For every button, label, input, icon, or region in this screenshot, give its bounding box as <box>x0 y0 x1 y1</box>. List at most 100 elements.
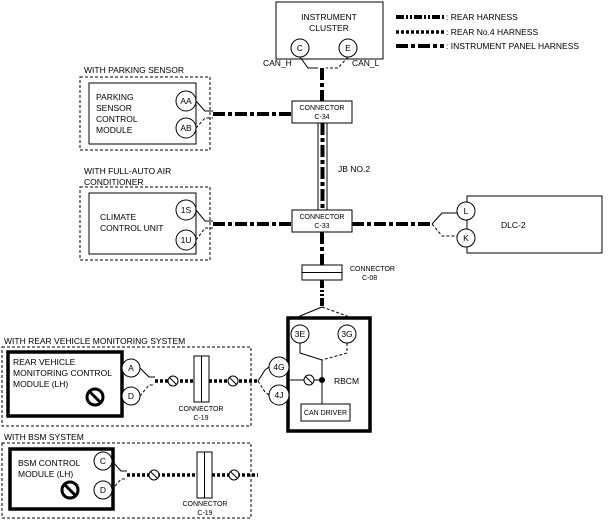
instrument-cluster-line2: CLUSTER <box>309 23 349 33</box>
jb-no2-label: JB NO.2 <box>338 164 370 174</box>
wire-rvm-a <box>139 367 155 378</box>
dlc-pin-k <box>456 228 476 248</box>
connector-c19-rvm-id: C-19 <box>193 415 208 422</box>
parking-module-line4: MODULE <box>96 125 133 135</box>
connector-c33: CONNECTOR C-33 <box>291 209 353 233</box>
instrument-cluster: INSTRUMENT CLUSTER C E <box>275 1 384 60</box>
connector-c33-label: CONNECTOR <box>300 214 345 221</box>
parking-sensor-group: WITH PARKING SENSOR PARKING SENSOR CONTR… <box>79 65 211 151</box>
rbcm-pin-3e-label: 3E <box>295 329 306 339</box>
connector-c19-bsm: CONNECTOR C-19 <box>183 451 228 517</box>
connector-c34: CONNECTOR C-34 <box>291 100 353 124</box>
climate-group: WITH FULL-AUTO AIR CONDITIONER CLIMATE C… <box>79 166 211 261</box>
bsm-prohibition-icon <box>60 480 80 500</box>
rbcm-internal-3e <box>299 343 323 361</box>
rvm-group-title: WITH REAR VEHICLE MONITORING SYSTEM <box>4 336 185 346</box>
bsm-pin-d-label: D <box>100 485 106 495</box>
rvm-prohibition-icon <box>85 387 105 407</box>
rvm-module-box <box>6 350 124 418</box>
legend-rear-no4-harness-label: : REAR No.4 HARNESS <box>446 27 538 37</box>
climate-unit-line1: CLIMATE <box>100 212 137 222</box>
climate-group-title1: WITH FULL-AUTO AIR <box>84 166 171 176</box>
dlc-pin-l <box>456 201 476 221</box>
wire-dlc-l <box>431 212 457 225</box>
parking-group-frame <box>79 76 211 151</box>
bsm-prohibition-slash <box>63 483 77 497</box>
wire-bsm-c <box>111 460 127 472</box>
can-driver-label: CAN DRIVER <box>304 410 347 417</box>
climate-unit-line2: CONTROL UNIT <box>100 223 163 233</box>
dlc-2-box <box>466 195 603 254</box>
connector-c34-label: CONNECTOR <box>300 105 345 112</box>
dlc-pin-k-label: K <box>463 233 469 243</box>
connector-c08-label: CONNECTOR <box>350 266 395 273</box>
instrument-cluster-line1: INSTRUMENT <box>301 12 357 22</box>
climate-pin-1s-label: 1S <box>181 205 192 215</box>
wire-climate-1s <box>195 209 213 222</box>
parking-module-line1: PARKING <box>96 92 134 102</box>
parking-pin-ab-label: AB <box>180 123 192 133</box>
wire-dlc-k <box>431 223 457 237</box>
bsm-module-line2: MODULE (LH) <box>18 469 73 479</box>
wire-rbcm-4g <box>257 366 270 382</box>
wire-rbcm-3g <box>321 306 348 320</box>
rbcm-label: RBCM <box>334 376 359 386</box>
rvm-module-line3: MODULE (LH) <box>13 379 68 389</box>
climate-group-frame <box>79 186 211 261</box>
rvm-module-line2: MONITORING CONTROL <box>13 368 112 378</box>
connector-c08-id: C-08 <box>362 275 377 282</box>
can-l-label: CAN_L <box>352 58 380 68</box>
wire-cluster-c <box>299 56 318 69</box>
wire-parking-aa <box>195 100 213 112</box>
climate-group-title2: CONDITIONER <box>84 177 144 187</box>
legend-rear-harness-label: : REAR HARNESS <box>446 12 518 22</box>
connector-c19-bsm-id: C-19 <box>197 510 212 517</box>
can-driver-box <box>300 403 351 422</box>
connector-c19-rvm: CONNECTOR C-19 <box>179 355 224 422</box>
rvm-pin-d-label: D <box>128 391 134 401</box>
rbcm-pin-4j-label: 4J <box>275 390 284 400</box>
legend: : REAR HARNESS : REAR No.4 HARNESS : INS… <box>396 12 579 51</box>
parking-group-title: WITH PARKING SENSOR <box>84 65 184 75</box>
instrument-cluster-pin-e-label: E <box>345 43 351 53</box>
rvm-prohibition-slash <box>88 390 102 404</box>
connector-c19-bsm-label: CONNECTOR <box>183 501 228 508</box>
parking-module-line3: CONTROL <box>96 114 138 124</box>
rear-vehicle-monitoring-group: WITH REAR VEHICLE MONITORING SYSTEM REAR… <box>1 336 252 427</box>
wire-climate-1u <box>195 227 213 241</box>
dlc-pin-l-label: L <box>464 206 469 216</box>
rbcm-pin-4j <box>268 384 290 406</box>
rbcm-internal-3g <box>321 343 348 361</box>
bsm-group-frame <box>1 442 252 519</box>
bsm-twisted-slash-1 <box>150 471 158 479</box>
wire-rbcm-4j <box>257 380 270 396</box>
legend-instrument-panel-harness-label: : INSTRUMENT PANEL HARNESS <box>446 41 579 51</box>
wire-cluster-e <box>326 56 349 69</box>
bsm-pin-c-label: C <box>100 456 106 466</box>
connector-c33-id: C-33 <box>314 223 329 230</box>
parking-module-line2: SENSOR <box>96 103 132 113</box>
bsm-twisted-slash-2 <box>230 471 238 479</box>
bsm-module-line1: BSM CONTROL <box>18 458 81 468</box>
parking-pin-aa-label: AA <box>180 96 192 106</box>
rvm-twisted-slash-2 <box>229 377 237 385</box>
rbcm-pin-4g-label: 4G <box>273 362 284 372</box>
rvm-group-frame <box>1 346 252 427</box>
rbcm: RBCM 3E 3G 4G 4J CAN DRIVER <box>268 316 372 433</box>
dlc-2-label: DLC-2 <box>501 220 526 230</box>
rbcm-not-connected-slash <box>305 376 313 384</box>
bsm-group: WITH BSM SYSTEM BSM CONTROL MODULE (LH) … <box>1 432 252 519</box>
rbcm-pin-3g-label: 3G <box>341 329 352 339</box>
rvm-twisted-slash-1 <box>169 377 177 385</box>
rvm-module-line1: REAR VEHICLE <box>13 357 76 367</box>
bsm-group-title: WITH BSM SYSTEM <box>4 432 84 442</box>
dlc-2: DLC-2 L K <box>456 195 603 254</box>
connector-c34-id: C-34 <box>314 114 329 121</box>
connector-c19-rvm-label: CONNECTOR <box>179 406 224 413</box>
climate-pin-1u-label: 1U <box>181 235 192 245</box>
rvm-pin-a-label: A <box>128 363 134 373</box>
wire-rvm-d <box>139 384 155 397</box>
connector-c08: CONNECTOR C-08 <box>301 264 395 282</box>
instrument-cluster-pin-c-label: C <box>297 43 303 53</box>
